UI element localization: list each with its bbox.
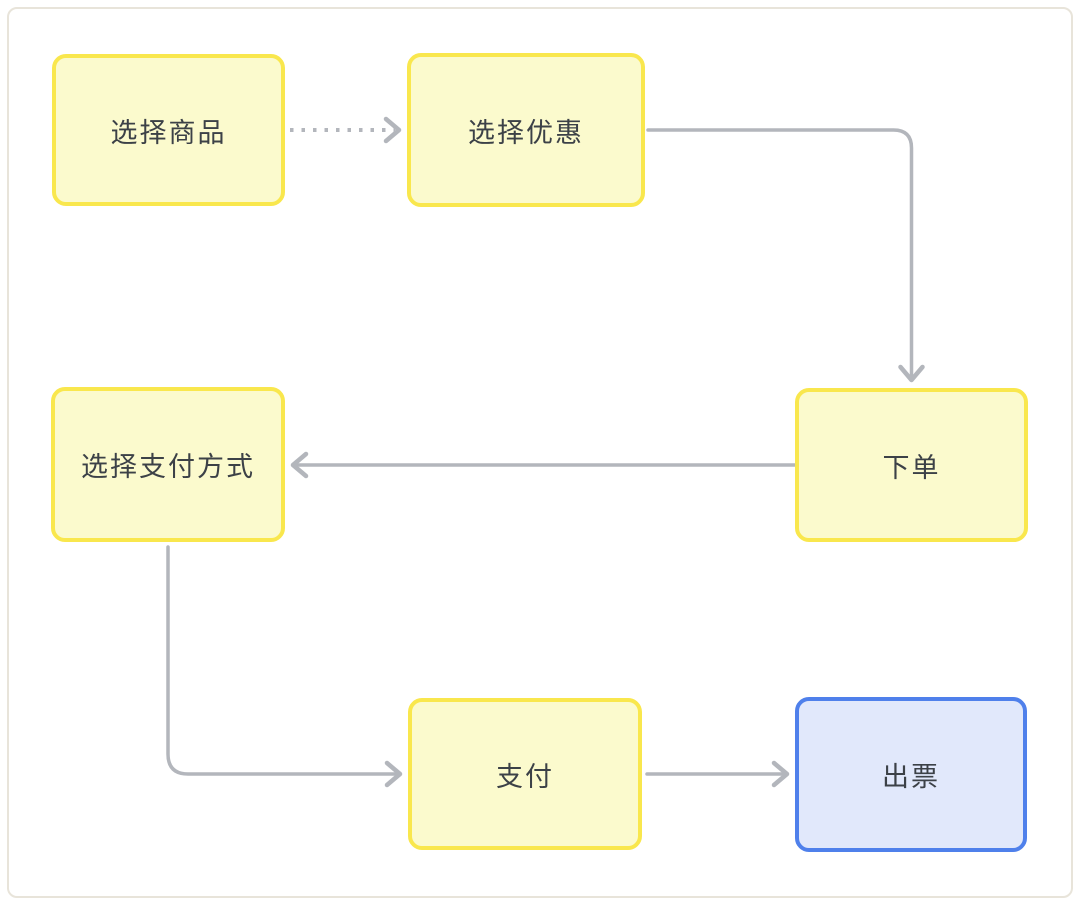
node-label: 支付 (496, 761, 554, 792)
node-label: 下单 (882, 452, 941, 483)
node-place-order: 下单 (795, 388, 1028, 542)
edge-pay-to-issue-ticket-arrowhead (771, 760, 790, 788)
edge-select-payment-method-to-pay-arrowhead (384, 760, 403, 788)
node-label: 出票 (882, 762, 940, 792)
node-select-product: 选择商品 (52, 54, 285, 206)
edge-select-discount-to-place-order-arrowhead (898, 364, 925, 383)
node-label: 选择商品 (110, 117, 227, 148)
node-issue-ticket: 出票 (795, 697, 1027, 852)
diagram-frame: 选择商品 选择优惠下单 选择支付方式支付 出票 (7, 7, 1073, 898)
node-select-payment-method: 选择支付方式 (51, 387, 285, 542)
edge-place-order-to-select-payment-method-arrowhead (290, 451, 309, 479)
node-label: 选择优惠 (468, 117, 584, 148)
edge-select-product-to-select-discount-arrowhead (383, 116, 402, 144)
edge-select-discount-to-place-order (646, 128, 914, 378)
node-pay: 支付 (408, 698, 642, 850)
node-label: 选择支付方式 (81, 452, 255, 482)
edge-select-payment-method-to-pay (166, 545, 398, 776)
node-select-discount: 选择优惠 (407, 53, 645, 207)
